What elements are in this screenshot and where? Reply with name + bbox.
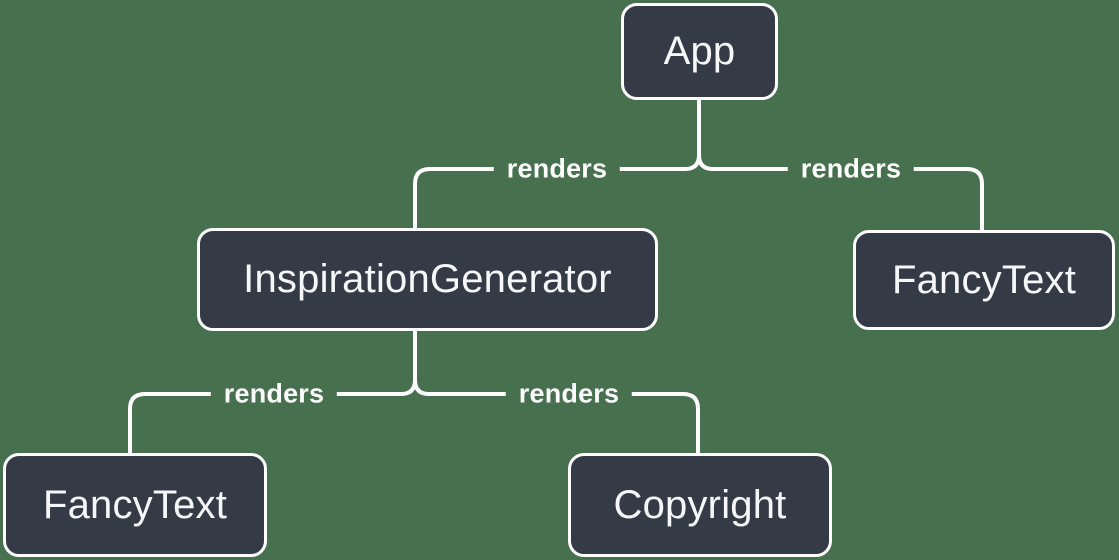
node-copyright: Copyright (568, 453, 832, 557)
edge-label-renders-app-fancytext: renders (787, 151, 915, 187)
node-fancy-text-bottom-label: FancyText (42, 482, 228, 527)
edge-label-renders-inspiration-copyright: renders (505, 376, 633, 412)
edge-label-renders-app-inspiration: renders (493, 151, 621, 187)
node-fancy-text-top-label: FancyText (891, 257, 1077, 302)
node-app: App (621, 3, 778, 100)
node-inspiration-generator-label: InspirationGenerator (243, 257, 612, 301)
edge-label-renders-inspiration-fancytext: renders (210, 376, 338, 412)
node-fancy-text-top: FancyText (853, 230, 1115, 330)
node-app-label: App (663, 29, 736, 73)
node-fancy-text-bottom: FancyText (3, 453, 267, 557)
node-copyright-label: Copyright (613, 482, 787, 527)
node-inspiration-generator: InspirationGenerator (197, 228, 658, 331)
